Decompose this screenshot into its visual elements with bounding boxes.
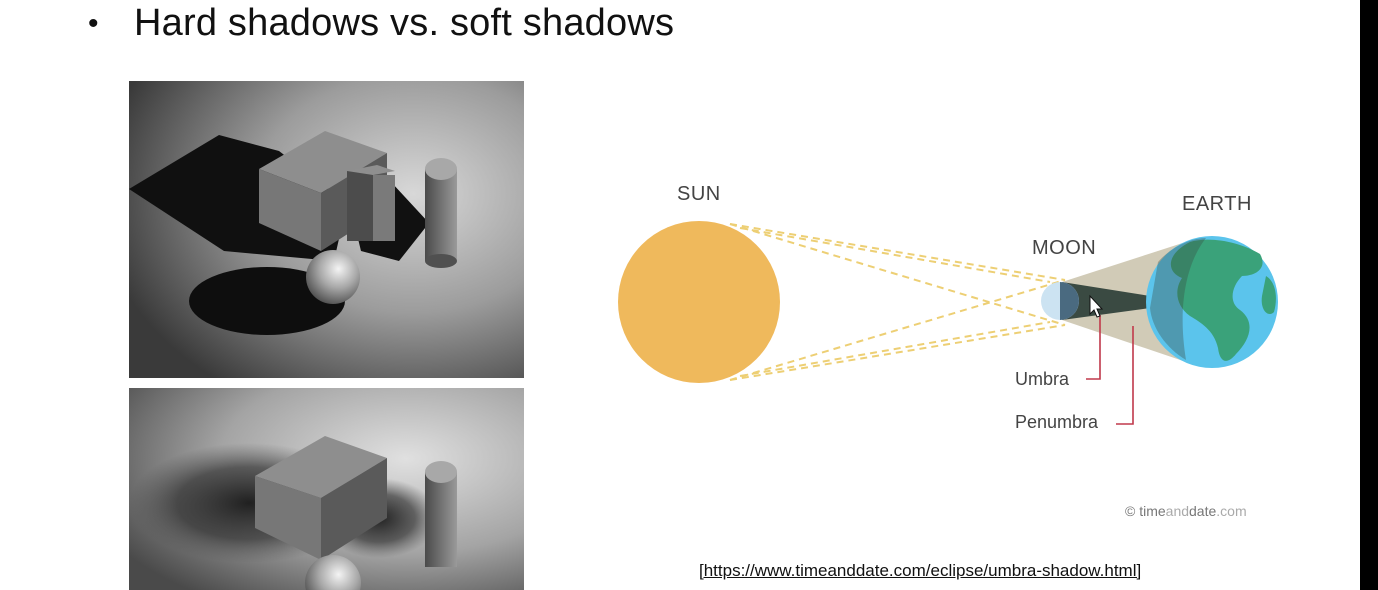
umbra-label: Umbra — [1015, 369, 1070, 389]
penumbra-label: Penumbra — [1015, 412, 1099, 432]
earth-label: EARTH — [1182, 193, 1252, 215]
window-edge — [1360, 0, 1378, 590]
hard-shadow-render — [129, 81, 524, 378]
sun-disc — [618, 221, 780, 383]
soft-shadow-render — [129, 388, 524, 590]
moon-label: MOON — [1032, 237, 1097, 259]
eclipse-diagram: SUN MOON EARTH Umbra Penumbra © timeandd… — [600, 150, 1300, 540]
source-link[interactable]: [https://www.timeanddate.com/eclipse/umb… — [699, 561, 1142, 580]
credit-part-and: and — [1165, 503, 1190, 519]
image-credit: © timeanddate.com — [1125, 503, 1247, 519]
credit-part-time: © time — [1125, 503, 1166, 519]
credit-part-com: .com — [1216, 503, 1247, 519]
bullet-dot: • — [88, 6, 99, 40]
sun-label: SUN — [677, 183, 721, 205]
bullet-item: • Hard shadows vs. soft shadows — [88, 2, 674, 45]
umbra-cone — [1062, 282, 1150, 320]
slide-heading: Hard shadows vs. soft shadows — [134, 2, 675, 44]
credit-part-date: date — [1189, 503, 1217, 519]
